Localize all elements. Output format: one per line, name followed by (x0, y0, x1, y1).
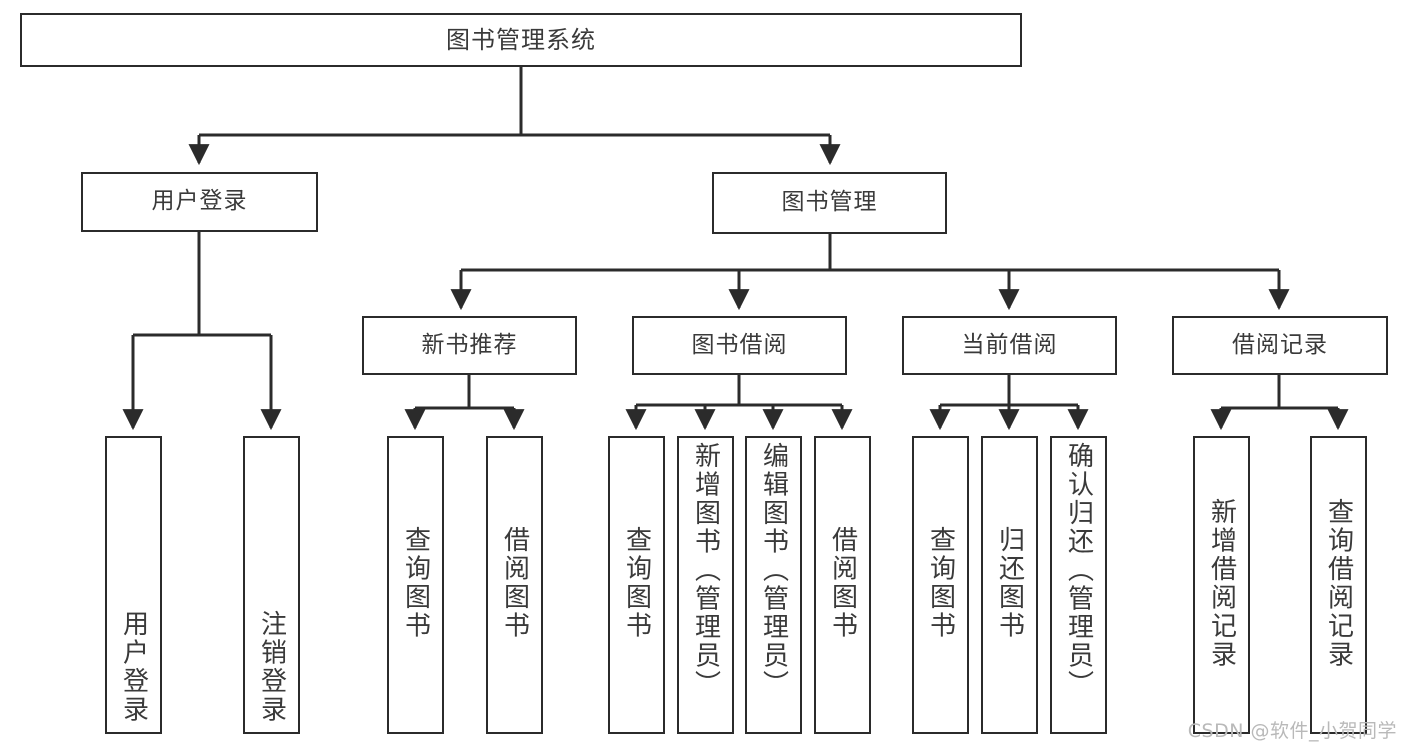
leaf-edit-book-admin[interactable]: 编辑图书（管理员） (745, 436, 802, 734)
node-label: 查询借阅记录 (1323, 497, 1354, 669)
node-label: 注销登录 (256, 610, 287, 724)
leaf-query-book-borrow[interactable]: 查询图书 (608, 436, 665, 734)
node-label: 查询图书 (400, 526, 431, 640)
node-label: 借阅图书 (827, 526, 858, 640)
node-label: 图书管理系统 (446, 25, 596, 54)
node-label: 图书借阅 (691, 331, 788, 358)
node-label: 归还图书 (994, 526, 1025, 640)
leaf-add-borrow-record[interactable]: 新增借阅记录 (1193, 436, 1250, 734)
node-label: 新书推荐 (421, 331, 518, 358)
node-label: 新增借阅记录 (1206, 497, 1237, 669)
leaf-return-book[interactable]: 归还图书 (981, 436, 1038, 734)
leaf-user-login[interactable]: 用户登录 (105, 436, 162, 734)
node-label: 确认归还（管理员） (1063, 442, 1094, 699)
leaf-query-borrow-record[interactable]: 查询借阅记录 (1310, 436, 1367, 734)
node-current-borrow[interactable]: 当前借阅 (902, 316, 1117, 375)
node-user-login[interactable]: 用户登录 (81, 172, 318, 232)
watermark-text: CSDN @软件_小贺同学 (1187, 720, 1397, 742)
node-label: 借阅记录 (1232, 331, 1328, 358)
leaf-logout-login[interactable]: 注销登录 (243, 436, 300, 734)
node-label: 编辑图书（管理员） (758, 442, 789, 699)
node-label: 用户登录 (118, 610, 149, 724)
leaf-borrow-book[interactable]: 借阅图书 (814, 436, 871, 734)
node-label: 新增图书（管理员） (690, 442, 721, 699)
leaf-query-book-recommend[interactable]: 查询图书 (387, 436, 444, 734)
node-label: 当前借阅 (961, 331, 1058, 358)
node-label: 查询图书 (925, 526, 956, 640)
node-new-book-recommend[interactable]: 新书推荐 (362, 316, 577, 375)
node-label: 用户登录 (151, 188, 248, 215)
leaf-borrow-book-recommend[interactable]: 借阅图书 (486, 436, 543, 734)
leaf-confirm-return-admin[interactable]: 确认归还（管理员） (1050, 436, 1107, 734)
node-label: 查询图书 (621, 526, 652, 640)
node-label: 图书管理 (781, 189, 878, 216)
leaf-add-book-admin[interactable]: 新增图书（管理员） (677, 436, 734, 734)
node-book-borrow[interactable]: 图书借阅 (632, 316, 847, 375)
node-root-system[interactable]: 图书管理系统 (20, 13, 1022, 67)
node-label: 借阅图书 (499, 526, 530, 640)
leaf-query-book-current[interactable]: 查询图书 (912, 436, 969, 734)
node-book-management[interactable]: 图书管理 (712, 172, 947, 234)
node-borrow-record[interactable]: 借阅记录 (1172, 316, 1388, 375)
